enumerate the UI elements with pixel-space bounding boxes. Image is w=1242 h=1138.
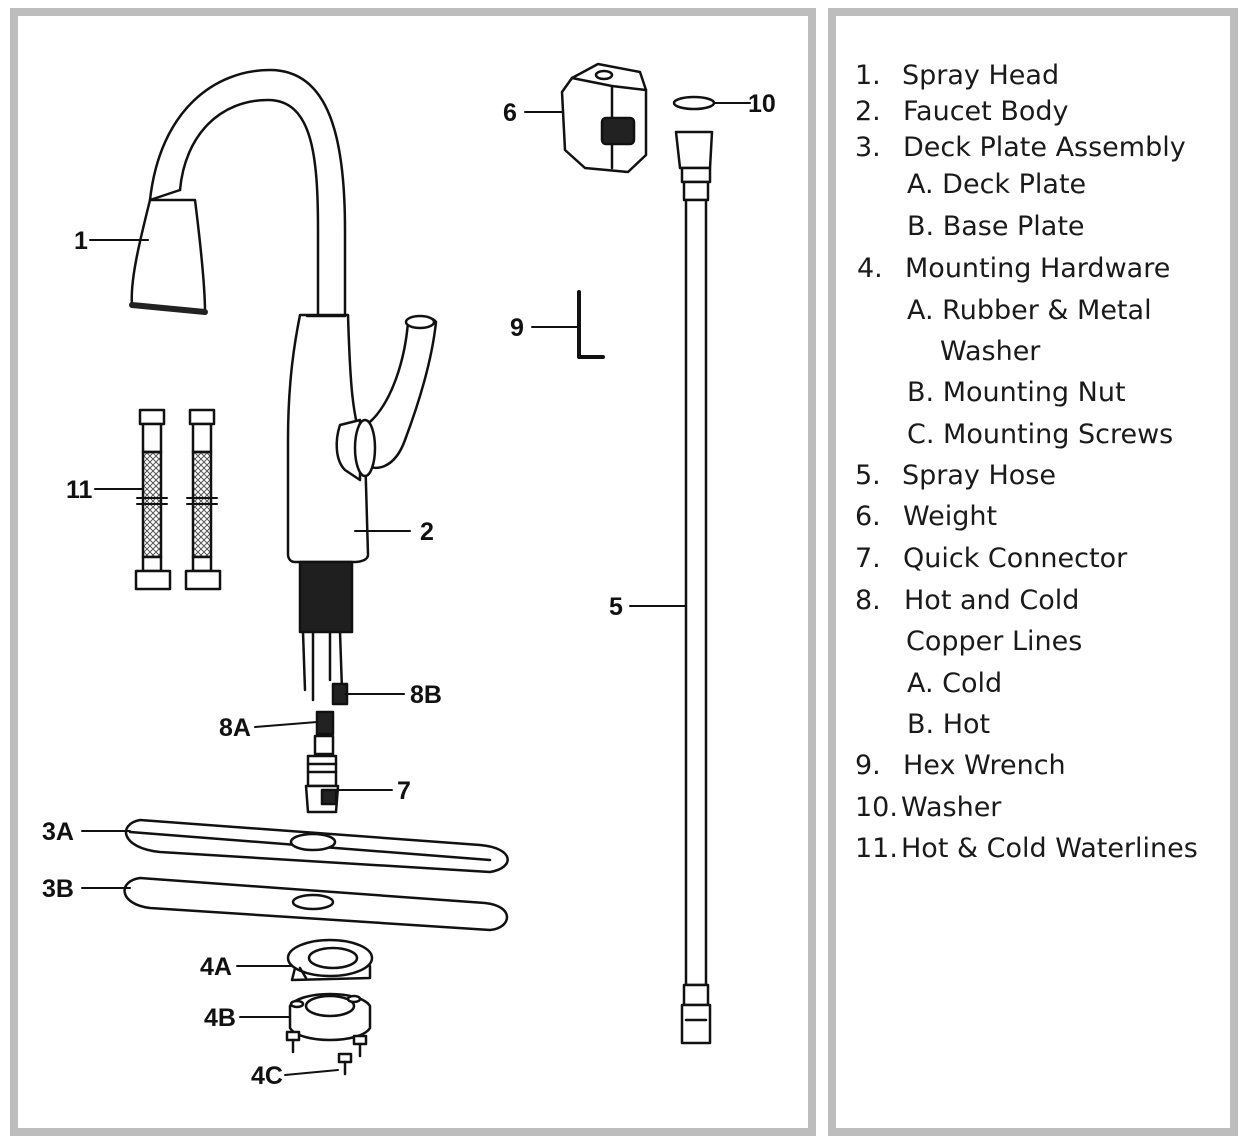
- deck-plate-illustration: [124, 818, 509, 874]
- spray-hose-illustration: [674, 130, 714, 1045]
- part-item: 5.Spray Hose: [855, 460, 1056, 491]
- rubber-metal-washer-illustration: [286, 938, 374, 982]
- part-item: 9.Hex Wrench: [855, 750, 1066, 781]
- callout-2: 2: [420, 518, 434, 546]
- mounting-nut-illustration: [288, 992, 372, 1042]
- callout-10: 10: [748, 90, 776, 118]
- quick-connector-illustration: [304, 754, 340, 814]
- handle-illustration: [335, 314, 438, 482]
- part-item-continuation: Copper Lines: [906, 626, 1083, 657]
- callout-4b: 4B: [204, 1004, 236, 1032]
- spray-head-illustration: [129, 198, 208, 315]
- part-subitem: C. Mounting Screws: [907, 419, 1174, 450]
- callout-leaders: [81, 102, 751, 1076]
- callout-4a: 4A: [200, 953, 232, 981]
- part-item: 10.Washer: [855, 792, 1002, 823]
- part-item: 7.Quick Connector: [855, 543, 1128, 574]
- waterlines-illustration: [134, 408, 222, 591]
- part-subitem-continuation: Washer: [940, 336, 1041, 367]
- base-plate-illustration: [123, 876, 509, 932]
- part-item: 1.Spray Head: [855, 60, 1060, 91]
- callout-6: 6: [503, 99, 517, 127]
- callout-7: 7: [397, 777, 411, 805]
- washer-ring-illustration: [672, 95, 716, 111]
- mounting-screws-illustration: [285, 1030, 368, 1076]
- part-item: 3.Deck Plate Assembly: [855, 132, 1186, 163]
- faucet-body-illustration: [286, 313, 370, 702]
- hex-wrench-illustration: [577, 290, 605, 359]
- callout-3b: 3B: [42, 875, 74, 903]
- part-item: 4.Mounting Hardware: [857, 253, 1171, 284]
- callout-1: 1: [74, 227, 88, 255]
- part-subitem: A. Cold: [907, 668, 1003, 699]
- callout-8b: 8B: [410, 681, 442, 709]
- part-subitem: B. Base Plate: [907, 211, 1085, 242]
- callout-5: 5: [609, 593, 623, 621]
- callout-3a: 3A: [42, 818, 74, 846]
- callout-4c: 4C: [251, 1062, 283, 1090]
- part-item: 6.Weight: [855, 501, 998, 532]
- part-item: 2.Faucet Body: [855, 96, 1069, 127]
- part-subitem: B. Hot: [907, 709, 991, 740]
- part-subitem: A. Rubber & Metal: [907, 295, 1152, 326]
- callout-8a: 8A: [219, 714, 251, 742]
- faucet-spout-illustration: [148, 68, 347, 317]
- callout-9: 9: [510, 314, 524, 342]
- parts-legend-panel: [828, 8, 1238, 1136]
- part-item: 11.Hot & Cold Waterlines: [855, 833, 1198, 864]
- weight-illustration: [560, 62, 648, 174]
- part-item: 8.Hot and Cold: [855, 585, 1080, 616]
- part-subitem: A. Deck Plate: [907, 169, 1087, 200]
- copper-line-fittings-illustration: [313, 682, 349, 756]
- callout-11: 11: [66, 476, 93, 504]
- part-subitem: B. Mounting Nut: [907, 377, 1126, 408]
